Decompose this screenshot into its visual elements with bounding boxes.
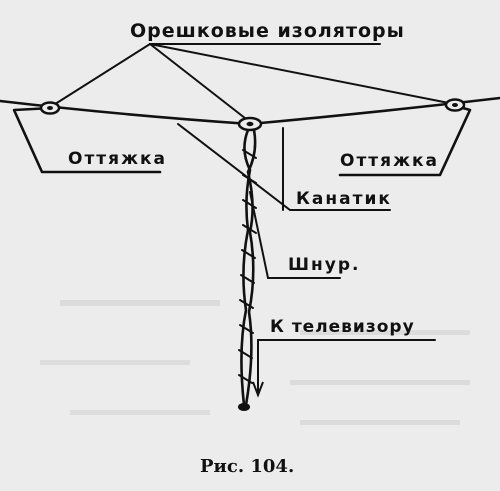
insulator-middle-icon bbox=[237, 116, 263, 132]
label-guy-right: Оттяжка bbox=[340, 151, 439, 171]
cord-leader bbox=[249, 191, 341, 279]
leader-insulator-right bbox=[149, 43, 455, 105]
down-lead-right bbox=[244, 128, 257, 407]
down-lead-twists bbox=[238, 149, 257, 384]
tv-arrow-icon bbox=[252, 381, 264, 398]
leader-insulator-middle bbox=[149, 43, 251, 123]
down-lead-end bbox=[238, 403, 250, 411]
rope-leader bbox=[177, 123, 391, 211]
label-insulators: Орешковые изоляторы bbox=[130, 20, 405, 42]
figure-caption: Рис. 104. bbox=[200, 456, 294, 477]
label-rope: Канатик bbox=[296, 189, 392, 209]
insulator-right-icon bbox=[444, 98, 466, 112]
label-cord: Шнур. bbox=[288, 255, 360, 275]
guy-wire-left bbox=[12, 106, 162, 174]
leader-insulator-left bbox=[51, 43, 151, 107]
down-lead-left bbox=[240, 128, 252, 407]
label-to-tv: К телевизору bbox=[270, 317, 415, 337]
tv-leader bbox=[257, 339, 436, 396]
label-guy-left: Оттяжка bbox=[68, 149, 167, 169]
insulator-left-icon bbox=[39, 101, 61, 115]
paper-texture bbox=[40, 300, 470, 425]
